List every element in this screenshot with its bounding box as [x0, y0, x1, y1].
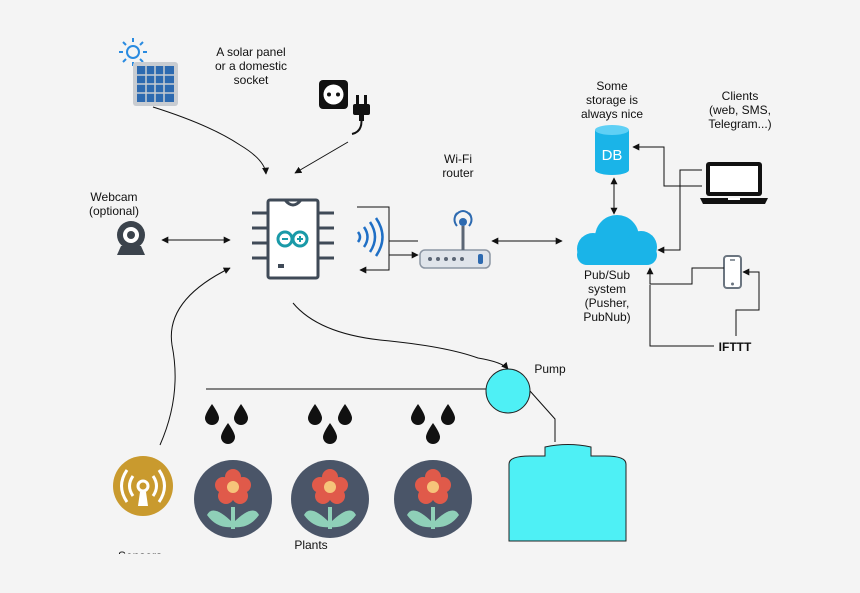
water-drops: [205, 404, 455, 444]
label-plants: Plants: [294, 538, 328, 552]
label-ifttt: IFTTT: [718, 340, 752, 354]
connector-ifttt-to-phone: [735, 268, 760, 336]
connector-solar-to-mcu: [152, 106, 270, 175]
label-webcam: Webcam (optional): [88, 190, 140, 218]
connector-mcu-to-pump: [292, 302, 509, 370]
connector-phone-to-cloud: [646, 267, 724, 285]
connector-mcu-out: [357, 206, 419, 259]
water-drop-icon: [323, 423, 337, 444]
water-drop-icon: [338, 404, 352, 425]
water-drop-icon: [441, 404, 455, 425]
webcam-icon: [117, 221, 145, 255]
phone-icon: [723, 255, 742, 289]
plug-icon: [351, 95, 370, 135]
connector-ifttt-to-cloud: [649, 285, 714, 347]
connector-plug-to-mcu: [294, 141, 349, 174]
solar-panel-icon: [133, 62, 178, 106]
label-solar: A solar panel or a domestic socket: [214, 45, 288, 87]
wifi-signal-icon: [356, 217, 384, 257]
label-clients: Clients (web, SMS, Telegram...): [708, 89, 772, 131]
label-sensors: Sensors: [108, 549, 172, 554]
water-drop-icon: [426, 423, 440, 444]
water-drop-icon: [411, 404, 425, 425]
socket-icon: [319, 80, 348, 109]
plant-icon: [194, 460, 272, 538]
plant-icon: [291, 460, 369, 538]
connector-laptop-to-db: [632, 143, 702, 187]
connectors: [152, 106, 760, 446]
db-icon-text: DB: [601, 147, 623, 164]
water-tank-icon: [508, 444, 627, 542]
plant-icon: [394, 460, 472, 538]
cloud-icon: [577, 215, 657, 265]
water-pipe-to-tank: [529, 390, 556, 442]
connector-router-to-mcu: [359, 240, 418, 274]
water-drop-icon: [234, 404, 248, 425]
laptop-icon: [700, 162, 768, 204]
water-drop-icon: [308, 404, 322, 425]
sensor-icon: [113, 456, 173, 516]
connector-sensor-to-mcu: [159, 267, 231, 446]
database-icon: [595, 125, 629, 175]
label-wifi-router: Wi-Fi router: [442, 152, 474, 180]
label-storage: Some storage is always nice: [580, 79, 644, 121]
water-drop-icon: [221, 423, 235, 444]
sun-icon: [119, 38, 147, 66]
water-drop-icon: [205, 404, 219, 425]
microcontroller-icon: [252, 198, 334, 280]
label-pubsub: Pub/Sub system (Pusher, PubNub): [583, 268, 631, 324]
connector-laptop-to-cloud: [657, 169, 702, 254]
label-pump: Pump: [534, 362, 566, 376]
pump-icon: [485, 368, 531, 414]
router-icon: [419, 210, 491, 269]
